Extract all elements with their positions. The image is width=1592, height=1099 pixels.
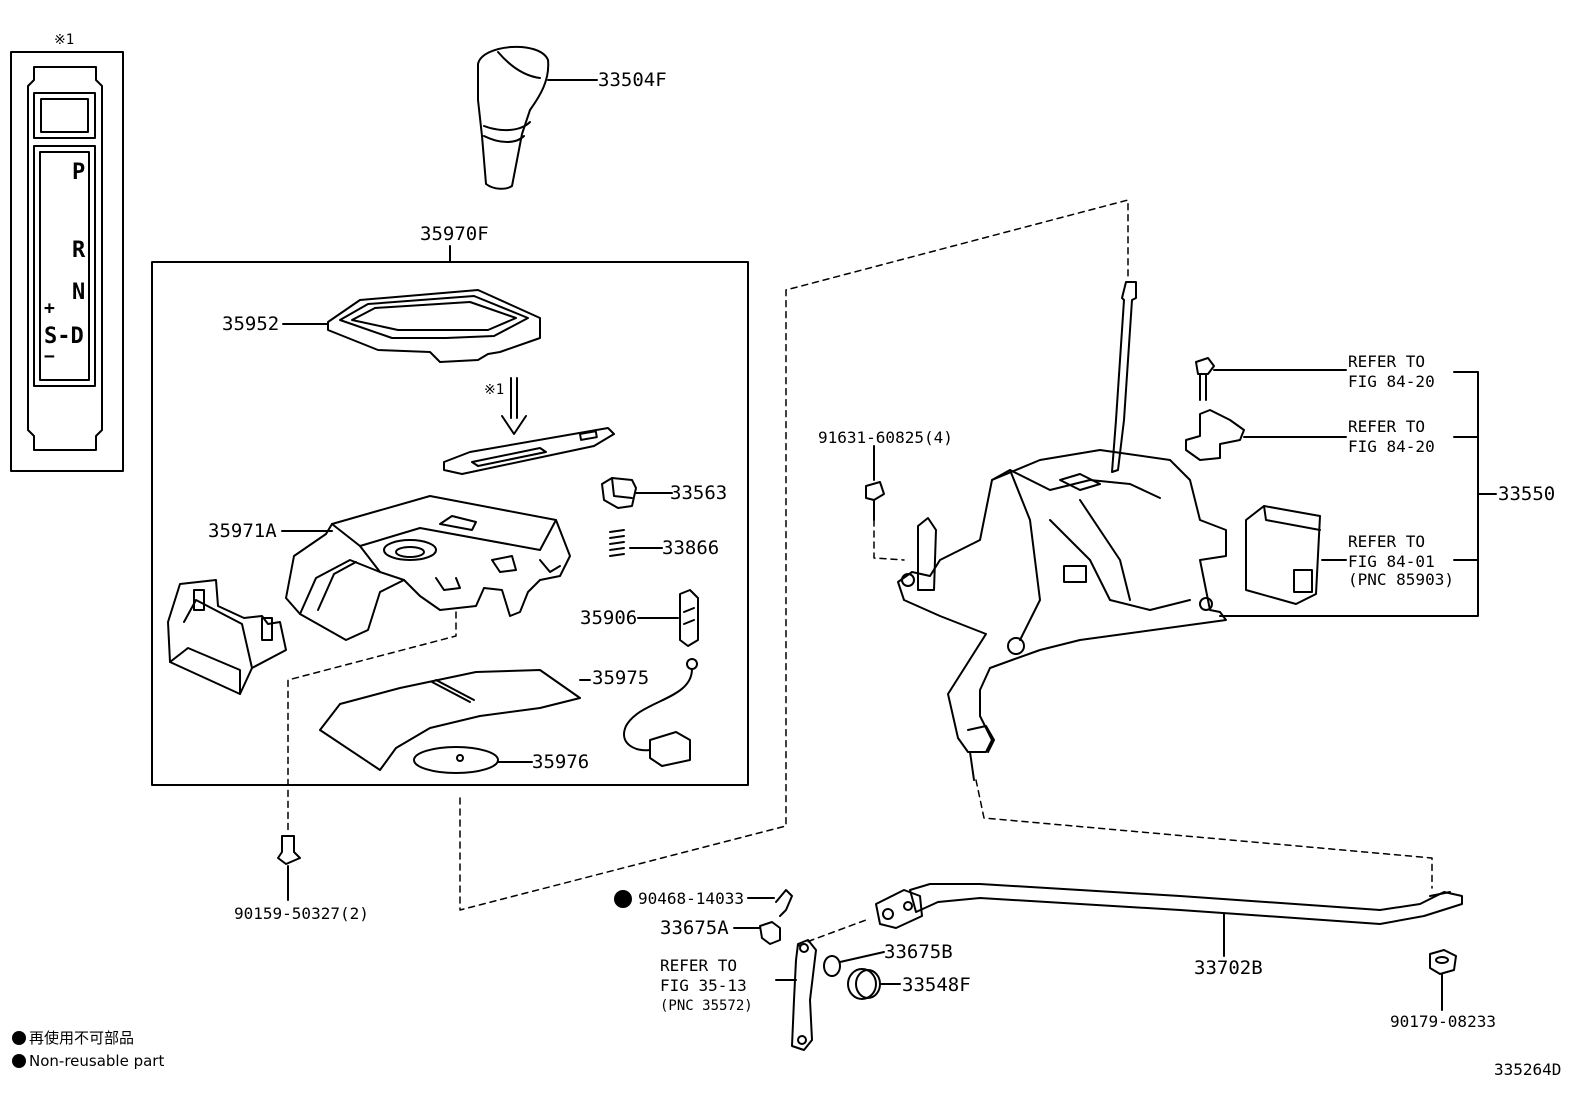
screw-and-bracket-drawing [1185, 357, 1347, 461]
switch-33563-drawing [601, 477, 673, 509]
callout-90468: 90468-14033 [638, 889, 744, 908]
callout-33548F: 33548F [902, 974, 971, 996]
ref3-line1: REFER TO [1348, 532, 1426, 551]
gate-p: P [72, 160, 86, 185]
callout-35976: 35976 [532, 751, 590, 773]
indicator-plate-drawing [10, 51, 124, 472]
bracket-35906-drawing [637, 589, 699, 647]
callout-90159: 90159-50327(2) [234, 904, 369, 923]
nut-90179-drawing [1429, 949, 1457, 1011]
gate-minus: − [44, 346, 55, 367]
indicator-plate-insert-drawing [443, 427, 615, 475]
ref4-line2: FIG 35-13 [660, 976, 747, 995]
note-mark-label: ※1 [54, 32, 75, 48]
gate-r: R [72, 238, 86, 263]
ref2-line1: REFER TO [1348, 417, 1426, 436]
harness-drawing [623, 658, 698, 767]
legend-jp-text: 再使用不可部品 [29, 1029, 135, 1047]
bolt-90159-drawing [277, 835, 301, 901]
gate-n: N [72, 280, 86, 305]
legend-dot [12, 1031, 26, 1045]
ref3-line2: FIG 84-01 [1348, 552, 1435, 571]
ecu-box-drawing [1245, 505, 1347, 605]
callout-35952: 35952 [222, 313, 280, 335]
callout-33504F: 33504F [598, 69, 667, 91]
shift-knob-drawing [477, 45, 598, 190]
shift-rod-drawing [875, 883, 1463, 957]
disk-35976-drawing [413, 746, 533, 774]
callout-33563: 33563 [670, 482, 728, 504]
bushing-drawings [823, 951, 901, 1000]
frame-35952-drawing [282, 289, 541, 363]
ref4-line1: REFER TO [660, 956, 738, 975]
dashed-leaders [287, 199, 1433, 947]
callout-33702B: 33702B [1194, 957, 1263, 979]
callout-33866: 33866 [662, 537, 720, 559]
base-35971A-drawing [281, 495, 571, 641]
callout-35971A: 35971A [208, 520, 277, 542]
legend-en: Non-reusable part [12, 1052, 164, 1070]
cover-left-drawing [167, 579, 287, 695]
ref1-line1: REFER TO [1348, 352, 1426, 371]
clip-90468-drawing [747, 889, 793, 917]
note-mark-arrow-label: ※1 [484, 382, 505, 398]
ref1-line2: FIG 84-20 [1348, 372, 1435, 391]
legend-jp: 再使用不可部品 [12, 1027, 134, 1048]
sheet-35975-drawing [319, 669, 591, 771]
gate-sd: S-D [44, 324, 84, 349]
housing-box-drawing [151, 245, 749, 786]
callout-91631: 91631-60825(4) [818, 428, 953, 447]
bolt-91631-drawing [865, 445, 885, 521]
callout-35975: 35975 [592, 667, 650, 689]
callout-35906: 35906 [580, 607, 638, 629]
gate-plus: + [44, 298, 55, 319]
callout-33550: 33550 [1498, 483, 1556, 505]
callout-33675B: 33675B [884, 941, 953, 963]
shift-lever-assembly-drawing [897, 281, 1227, 781]
ref4-line3: (PNC 35572) [660, 998, 753, 1014]
install-arrow [501, 377, 527, 435]
bracket-33550 [1219, 371, 1497, 617]
callout-90179: 90179-08233 [1390, 1012, 1496, 1031]
figure-id: 335264D [1494, 1060, 1562, 1079]
pin-33675A-drawing [733, 921, 781, 945]
callout-35970F: 35970F [420, 223, 489, 245]
legend-dot [12, 1054, 26, 1068]
non-reusable-mark [614, 890, 632, 908]
spring-33866-drawing [609, 529, 663, 557]
ref3-line3: (PNC 85903) [1348, 570, 1454, 589]
callout-33675A: 33675A [660, 917, 729, 939]
lever-link-drawing [775, 939, 817, 1051]
ref2-line2: FIG 84-20 [1348, 437, 1435, 456]
legend-en-text: Non-reusable part [29, 1052, 165, 1070]
